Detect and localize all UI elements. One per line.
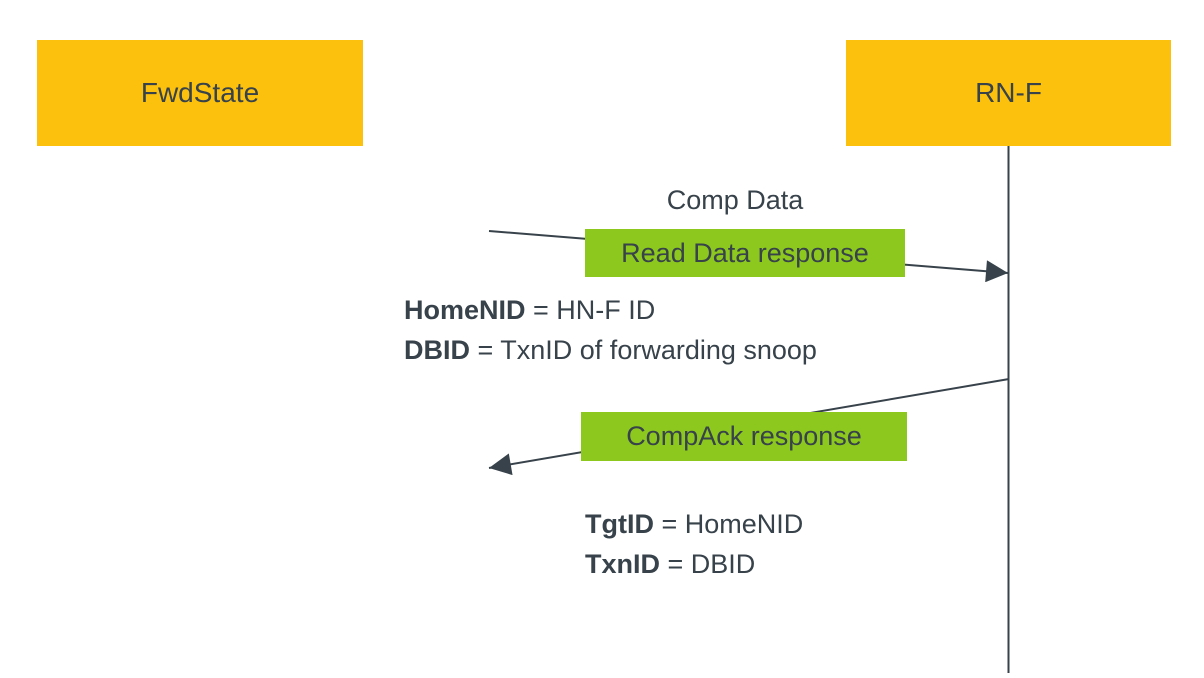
compack-response-text: CompAck response <box>626 421 862 451</box>
value-tgtid: = HomeNID <box>653 509 804 539</box>
read-data-response-text: Read Data response <box>621 237 869 268</box>
actor-fwdstate: FwdState <box>37 40 363 146</box>
note-line-homenid: HomeNID = HN-F ID <box>404 290 817 330</box>
field-tgtid: TgtID <box>585 509 654 539</box>
note-line-txnid: TxnID = DBID <box>585 544 803 584</box>
value-txnid: = DBID <box>660 549 756 579</box>
compack-note: TgtID = HomeNID TxnID = DBID <box>585 504 803 584</box>
actor-rnf-label: RN-F <box>975 77 1042 108</box>
value-dbid: = TxnID of forwarding snoop <box>470 335 817 365</box>
compack-response-label: CompAck response <box>581 412 907 461</box>
read-data-response-label: Read Data response <box>585 229 905 277</box>
actor-fwdstate-label: FwdState <box>140 77 260 108</box>
note-line-tgtid: TgtID = HomeNID <box>585 504 803 544</box>
comp-data-caption: Comp Data <box>666 185 804 215</box>
field-dbid: DBID <box>404 335 470 365</box>
note-line-dbid: DBID = TxnID of forwarding snoop <box>404 330 817 370</box>
comp-data-note: HomeNID = HN-F ID DBID = TxnID of forwar… <box>404 290 817 370</box>
value-homenid: = HN-F ID <box>525 295 656 325</box>
field-homenid: HomeNID <box>404 295 526 325</box>
actor-rnf: RN-F <box>846 40 1171 146</box>
field-txnid: TxnID <box>585 549 661 579</box>
